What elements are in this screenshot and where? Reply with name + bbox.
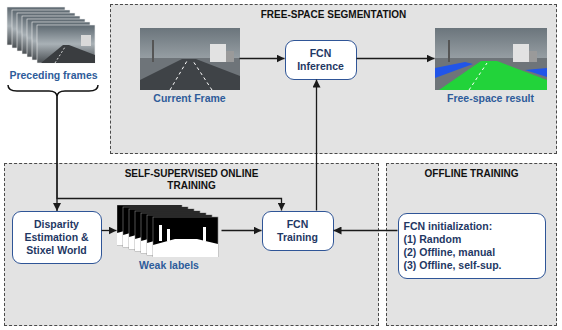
process-box: Disparity Estimation & Stixel World bbox=[12, 211, 102, 264]
illustration-part bbox=[41, 45, 95, 63]
flow-arrow bbox=[316, 80, 317, 211]
illustration-part bbox=[37, 25, 95, 63]
illustration-part bbox=[435, 58, 547, 90]
region-panel: OFFLINE TRAINING FCN initialization:(1) R… bbox=[386, 163, 557, 326]
image-caption: Preceding frames bbox=[5, 69, 102, 82]
illustration-part bbox=[140, 58, 240, 90]
illustration-part bbox=[140, 59, 240, 90]
flow-arrow bbox=[102, 230, 117, 231]
image-caption: Free-space result bbox=[435, 92, 547, 105]
image-caption: Current Frame bbox=[140, 92, 240, 105]
region-panel: SELF-SUPERVISED ONLINE TRAINING Disparity… bbox=[4, 163, 379, 326]
weak-label-stack bbox=[117, 205, 222, 257]
illustration-part bbox=[153, 217, 218, 257]
process-box: FCN Training bbox=[262, 211, 334, 251]
region-title: FREE-SPACE SEGMENTATION bbox=[184, 9, 484, 21]
region-title: SELF-SUPERVISED ONLINE TRAINING bbox=[117, 168, 267, 192]
illustration-part bbox=[448, 40, 450, 62]
segmentation-result bbox=[435, 28, 547, 90]
illustration-part bbox=[469, 63, 487, 90]
frame-stack bbox=[5, 5, 102, 97]
region-title: OFFLINE TRAINING bbox=[397, 168, 547, 180]
camera-frame bbox=[140, 28, 240, 90]
illustration-part bbox=[513, 44, 529, 62]
illustration-part bbox=[435, 28, 547, 90]
image-caption: Weak labels bbox=[117, 259, 222, 272]
box-label: FCN Training bbox=[268, 218, 328, 244]
illustration-part bbox=[152, 40, 154, 62]
box-label: (2) Offline, manual bbox=[404, 246, 540, 259]
illustration-part bbox=[140, 28, 240, 90]
illustration-part bbox=[170, 61, 187, 90]
box-label: FCN Inference bbox=[291, 47, 351, 73]
illustration-part bbox=[226, 51, 234, 62]
box-label: (3) Offline, self-sup. bbox=[404, 259, 540, 272]
image-panel: Preceding frames bbox=[5, 5, 102, 97]
process-box: FCN initialization:(1) Random(2) Offline… bbox=[398, 213, 546, 279]
flow-arrow bbox=[240, 58, 285, 59]
image-panel: Weak labels bbox=[117, 205, 222, 272]
box-label: Disparity Estimation & Stixel World bbox=[18, 218, 96, 257]
illustration-part bbox=[525, 68, 547, 77]
process-box: FCN Inference bbox=[285, 40, 357, 80]
box-label: (1) Random bbox=[404, 233, 540, 246]
box-label: FCN initialization: bbox=[404, 220, 540, 233]
illustration-part bbox=[193, 61, 212, 90]
region-panel: FREE-SPACE SEGMENTATION Current Frame FCN… bbox=[110, 4, 557, 154]
flow-arrow bbox=[334, 230, 398, 231]
flow-arrow bbox=[56, 97, 57, 211]
illustration-part bbox=[81, 35, 91, 46]
illustration-part bbox=[55, 47, 65, 63]
illustration-part bbox=[210, 44, 226, 62]
flow-arrow bbox=[222, 230, 262, 231]
flow-arrow bbox=[57, 97, 282, 211]
image-panel: Free-space result bbox=[435, 28, 547, 105]
illustration-part bbox=[435, 62, 473, 78]
illustration-part bbox=[529, 51, 537, 62]
flow-arrow bbox=[357, 58, 435, 59]
illustration-part bbox=[8, 85, 98, 97]
image-panel: Current Frame bbox=[140, 28, 240, 105]
